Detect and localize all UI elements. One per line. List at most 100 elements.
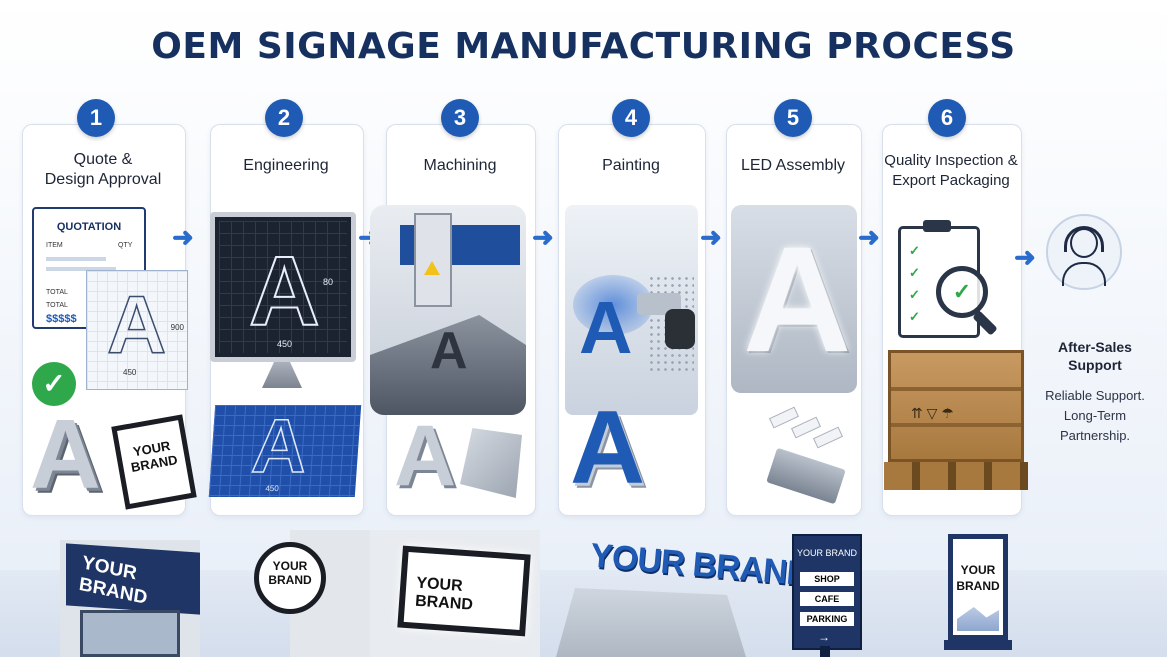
crate-plank (891, 387, 1021, 391)
led-module (790, 416, 822, 439)
check-icon: ✓ (909, 243, 920, 258)
after-sales-title-line2: Support (1068, 357, 1122, 373)
cad-letter: A (248, 235, 321, 347)
quotation-col-item: ITEM (46, 242, 63, 249)
led-letter-panel: A (731, 205, 857, 393)
after-sales-title: After-Sales Support (1040, 338, 1150, 374)
headset-icon (1064, 226, 1104, 252)
step-badge-6: 6 (928, 99, 966, 137)
lightbox-sign: YOUR BRAND (397, 545, 531, 637)
letter-blueprint: A 900 450 (86, 270, 188, 390)
arrow-right-icon: ➜ (532, 222, 554, 252)
storefront-scene: YOUR BRAND YOUR BRAND YOUR BRAND YOUR BR… (0, 530, 1167, 657)
cad-monitor: A 450 80 (210, 212, 356, 362)
led-letter: A (743, 215, 852, 383)
step-label-1-line2: Design Approval (44, 171, 162, 188)
cut-metal-parts (460, 428, 522, 498)
directory-sign: YOUR BRAND SHOP CAFE PARKING → (792, 534, 862, 650)
led-module (768, 406, 800, 429)
quotation-col-qty: QTY (118, 242, 133, 249)
after-sales-desc-line2: Long-Term (1063, 408, 1127, 423)
paint-booth: A (565, 205, 698, 415)
cnc-spindle (414, 213, 452, 307)
quotation-price: $$$$$ (46, 313, 77, 325)
directory-item-cafe: CAFE (800, 592, 854, 606)
led-module (812, 426, 844, 449)
step-label-5: LED Assembly (740, 157, 846, 174)
cad-grid (219, 221, 347, 353)
cnc-machine: A (370, 205, 526, 415)
quotation-total-2: TOTAL (46, 302, 68, 309)
directory-post (820, 646, 830, 657)
check-icon: ✓ (909, 309, 920, 324)
brand-lightbox: YOUR BRAND (111, 414, 197, 510)
crate-pallet (884, 462, 1028, 490)
painted-letter: A (579, 286, 633, 369)
poster-brand: BRAND (956, 579, 1000, 593)
finished-blue-letter: A (570, 390, 646, 506)
arrow-right-icon: ➜ (858, 222, 880, 252)
directory-item-shop: SHOP (800, 572, 854, 586)
step-label-1: Quote & Design Approval (22, 150, 184, 190)
step-badge-4: 4 (612, 99, 650, 137)
directory-header: YOUR BRAND (796, 548, 857, 558)
quotation-title: QUOTATION (56, 221, 122, 233)
quotation-line (46, 257, 106, 261)
blueprint-sheet-dim: 450 (265, 484, 280, 493)
after-sales-description: Reliable Support. Long-Term Partnership. (1040, 386, 1150, 446)
step-label-3: Machining (423, 157, 497, 174)
step-label-1-line1: Quote & (73, 151, 133, 168)
storefront-fascia-sign: YOUR BRAND (66, 543, 200, 615)
step-label-2: Engineering (243, 157, 329, 174)
cut-metal-letter: A (394, 408, 457, 504)
check-icon: ✓ (32, 362, 76, 406)
poster-your: YOUR (960, 563, 996, 577)
poster-stand-sign: YOUR BRAND (948, 534, 1008, 640)
cad-dim-width: 450 (277, 339, 293, 349)
lightbox-sign-text: YOUR BRAND (414, 574, 474, 614)
support-agent-icon (1046, 214, 1122, 290)
clipboard-clip (923, 220, 951, 232)
blueprint-dim-height: 900 (170, 323, 184, 332)
blade-sign-brand: BRAND (268, 573, 312, 587)
fragile-icon: ⇈ ▽ ☂ (911, 405, 954, 421)
blueprint-sheet: A 450 (208, 403, 362, 497)
step-badge-1: 1 (77, 99, 115, 137)
blueprint-letter: A (106, 279, 167, 372)
arrow-right-icon: ➜ (172, 222, 194, 252)
blade-sign-your: YOUR (272, 559, 308, 573)
led-modules (740, 406, 850, 450)
step-label-6-line1: Quality Inspection & (884, 152, 1018, 169)
step-badge-3: 3 (441, 99, 479, 137)
step-label-6: Quality Inspection & Export Packaging (876, 151, 1026, 191)
poster-base (944, 640, 1012, 650)
quotation-line (46, 267, 116, 271)
arrow-right-icon: → (818, 630, 830, 644)
check-icon: ✓ (909, 265, 920, 280)
crate-plank (891, 423, 1021, 427)
poster-art (957, 607, 999, 631)
cad-dim-height: 80 (322, 277, 333, 287)
step-badge-5: 5 (774, 99, 812, 137)
quotation-total-1: TOTAL (46, 289, 68, 296)
arrow-right-icon: ➜ (700, 222, 722, 252)
magnifier-icon: ✓ (936, 266, 988, 318)
cnc-warning-icon (424, 261, 440, 275)
step-label-6-line2: Export Packaging (892, 172, 1010, 189)
round-blade-sign: YOUR BRAND (254, 542, 326, 614)
after-sales-desc-line3: Partnership. (1059, 428, 1131, 443)
directory-item-parking: PARKING (800, 612, 854, 626)
agent-body (1062, 262, 1106, 286)
shop-window (80, 610, 180, 657)
page-title: OEM SIGNAGE MANUFACTURING PROCESS (151, 26, 1016, 67)
after-sales-desc-line1: Reliable Support. (1045, 388, 1145, 403)
blueprint-dim-width: 450 (123, 368, 137, 377)
step-badge-2: 2 (265, 99, 303, 137)
export-crate: ⇈ ▽ ☂ (888, 350, 1024, 462)
step-label-4: Painting (602, 157, 660, 174)
rooftop-building (556, 588, 746, 657)
blueprint-sheet-letter: A (249, 403, 311, 490)
metal-letter-a: A (30, 399, 101, 509)
arrow-right-icon: ➜ (1014, 242, 1036, 272)
glove (665, 309, 695, 349)
